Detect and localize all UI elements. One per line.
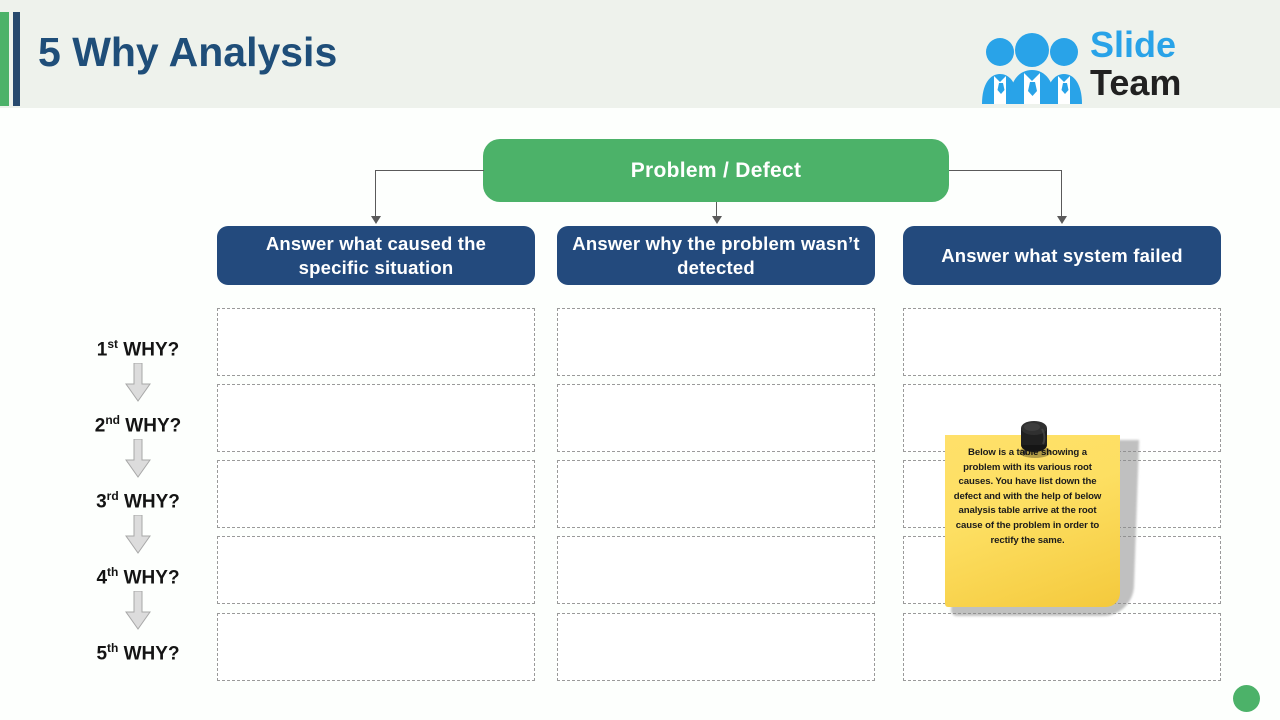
why-label-3-ordinal: 3 xyxy=(96,491,107,513)
connector-left-horizontal xyxy=(375,170,484,171)
why-label-5-ordinal: 5 xyxy=(96,643,108,665)
three-people-icon xyxy=(978,30,1086,104)
answer-cell-r1c1[interactable] xyxy=(217,308,535,376)
branch-header-2[interactable]: Answer why the problem wasn’t detected xyxy=(557,226,875,285)
why-label-2-suffix: nd xyxy=(105,413,121,427)
answer-cell-r1c2[interactable] xyxy=(557,308,875,376)
why-label-5-suffix: th xyxy=(107,641,119,655)
answer-cell-r5c3[interactable] xyxy=(903,613,1221,681)
why-label-1-suffix: st xyxy=(107,337,119,351)
pushpin-icon xyxy=(1012,416,1056,466)
connector-right-horizontal xyxy=(949,170,1062,171)
page-header: 5 Why Analysis Slide Team xyxy=(0,0,1280,108)
answer-cell-r2c1[interactable] xyxy=(217,384,535,452)
sticky-note-paper xyxy=(945,435,1120,607)
why-down-arrow-4 xyxy=(123,590,153,631)
why-label-2: 2nd WHY? xyxy=(73,413,203,437)
why-label-4-ordinal: 4 xyxy=(96,567,108,589)
answer-cell-r3c1[interactable] xyxy=(217,460,535,528)
connector-right-vertical xyxy=(1061,170,1062,218)
answer-cell-r3c2[interactable] xyxy=(557,460,875,528)
why-label-1-text: WHY? xyxy=(118,339,180,361)
sticky-note-text: Below is a table showing a problem with … xyxy=(953,447,1102,546)
connector-right-arrowhead xyxy=(1057,216,1067,224)
branch-header-1-label: Answer what caused the specific situatio… xyxy=(265,232,487,278)
why-down-arrow-1 xyxy=(123,362,153,403)
connector-left-arrowhead xyxy=(371,216,381,224)
answer-cell-r4c2[interactable] xyxy=(557,536,875,604)
answer-cell-r1c3[interactable] xyxy=(903,308,1221,376)
why-label-4-text: WHY? xyxy=(118,567,180,589)
slide-canvas: Problem / Defect Answer what caused the … xyxy=(0,108,1280,720)
why-label-1-ordinal: 1 xyxy=(96,339,108,361)
connector-left-vertical xyxy=(375,170,376,218)
branch-header-2-label: Answer why the problem wasn’t detected xyxy=(572,232,860,278)
sticky-note[interactable]: Below is a table showing a problem with … xyxy=(940,416,1140,621)
why-label-3-suffix: rd xyxy=(106,489,119,503)
connector-center-arrowhead xyxy=(712,216,722,224)
decorative-green-dot xyxy=(1233,685,1260,712)
page-title: 5 Why Analysis xyxy=(38,29,338,75)
why-label-4-suffix: th xyxy=(107,565,119,579)
why-down-arrow-3 xyxy=(123,514,153,555)
answer-cell-r2c2[interactable] xyxy=(557,384,875,452)
why-label-1: 1st WHY? xyxy=(73,337,203,361)
logo-text-slide: Slide xyxy=(1090,24,1177,65)
answer-cell-r5c1[interactable] xyxy=(217,613,535,681)
why-label-2-text: WHY? xyxy=(120,415,182,437)
problem-defect-node[interactable]: Problem / Defect xyxy=(483,139,949,202)
why-label-3: 3rd WHY? xyxy=(73,489,203,513)
logo-text-team: Team xyxy=(1090,62,1182,103)
why-label-2-ordinal: 2 xyxy=(94,415,106,437)
branch-header-1[interactable]: Answer what caused the specific situatio… xyxy=(217,226,535,285)
branch-header-3[interactable]: Answer what system failed xyxy=(903,226,1221,285)
branch-header-3-label: Answer what system failed xyxy=(941,244,1183,266)
why-label-5-text: WHY? xyxy=(118,643,180,665)
why-label-4: 4th WHY? xyxy=(73,565,203,589)
problem-defect-label: Problem / Defect xyxy=(630,158,802,182)
slideteam-logo: Slide Team xyxy=(978,24,1182,106)
why-label-3-text: WHY? xyxy=(118,491,180,513)
why-label-5: 5th WHY? xyxy=(73,641,203,665)
accent-bar-navy xyxy=(13,12,20,106)
connector-center-vertical xyxy=(716,202,717,218)
answer-cell-r5c2[interactable] xyxy=(557,613,875,681)
answer-cell-r4c1[interactable] xyxy=(217,536,535,604)
accent-bar-green xyxy=(0,12,9,106)
why-down-arrow-2 xyxy=(123,438,153,479)
